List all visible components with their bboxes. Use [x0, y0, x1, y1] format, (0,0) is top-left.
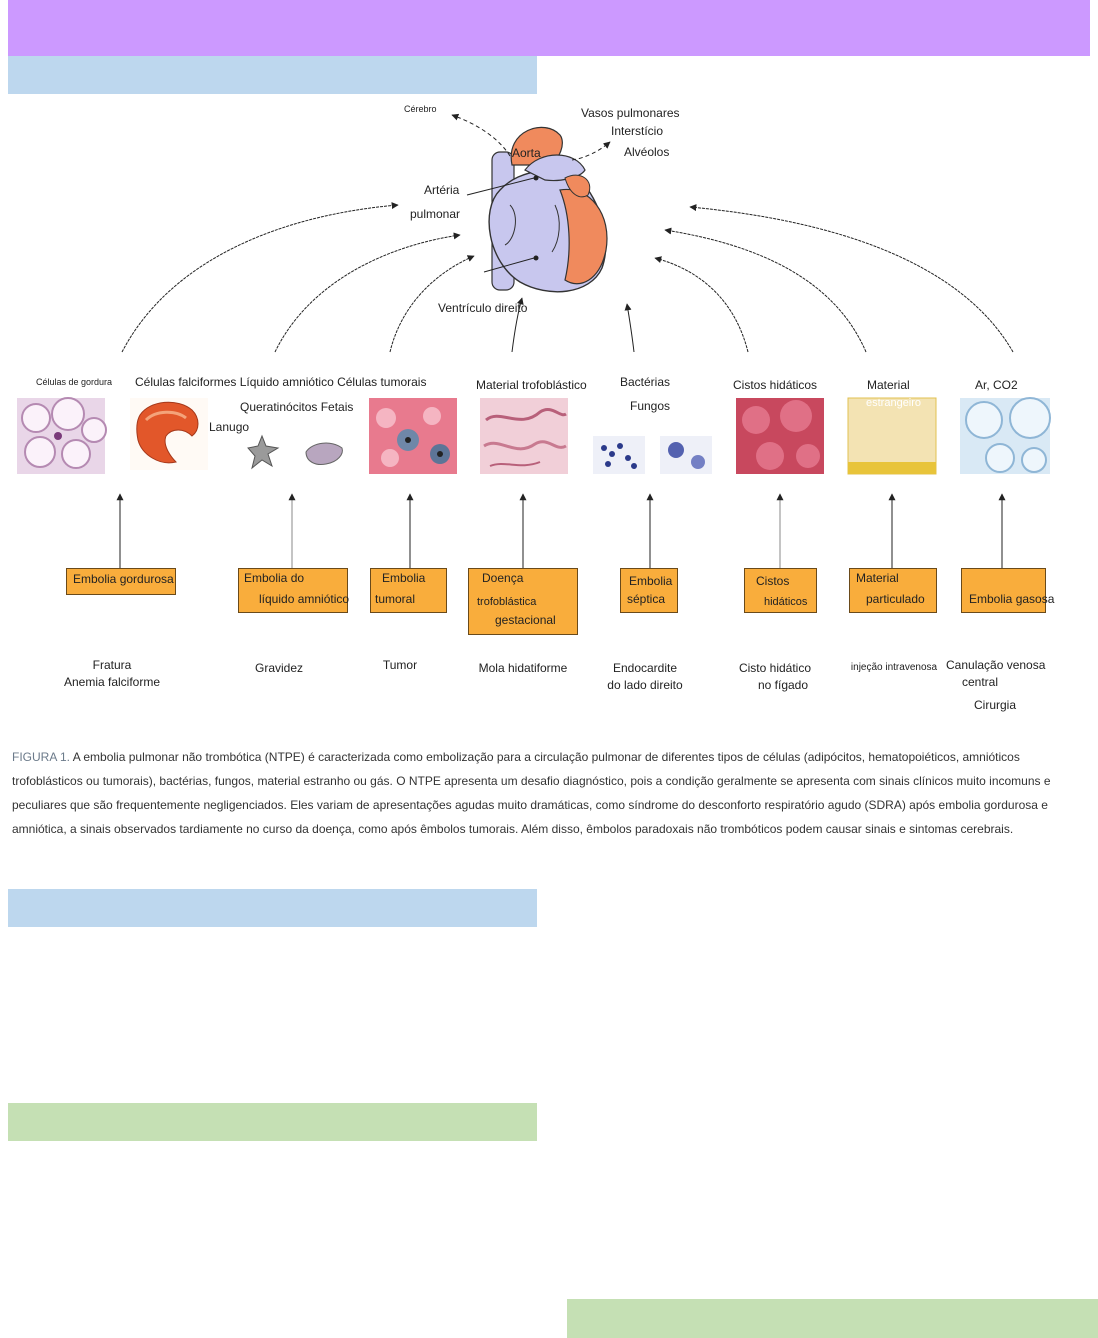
fat-cells-image	[17, 397, 107, 474]
alveolos-label: Alvéolos	[624, 145, 670, 159]
lanugo-label: Lanugo	[209, 420, 250, 434]
section-band-green-right	[567, 1299, 1098, 1338]
fungos-label: Fungos	[630, 399, 671, 413]
material-label: Material	[867, 378, 910, 392]
box-embolia-liquido-amniotico: Embolia do líquido amniótico	[238, 568, 349, 613]
figure-number: FIGURA 1.	[12, 750, 71, 764]
cerebro-label: Cérebro	[404, 104, 437, 114]
heart-illustration	[488, 126, 608, 293]
arrow-gordura	[121, 202, 399, 353]
cause-mola: Mola hidatiforme	[478, 661, 568, 675]
vasos-label: Vasos pulmonares	[581, 106, 680, 120]
arrow-cistos	[654, 256, 749, 353]
box-cistos-hidaticos: Cistos hidáticos	[744, 568, 817, 613]
queratinocitos-label: Queratinócitos Fetais	[240, 400, 354, 414]
arrow-material	[664, 227, 867, 353]
cistos-label: Cistos hidáticos	[733, 378, 818, 392]
trofoblastico-label: Material trofoblástico	[476, 378, 587, 392]
arteria-pointer	[466, 177, 535, 196]
box-embolia-gasosa: Embolia gasosa	[961, 568, 1054, 613]
box-embolia-tumoral: Embolia tumoral	[370, 568, 447, 613]
cause-endocardite: Endocardite do lado direito	[607, 661, 683, 692]
ventriculo-label: Ventrículo direito	[438, 301, 528, 315]
arteria-label: Artéria	[424, 183, 460, 197]
cause-tumor: Tumor	[382, 658, 418, 672]
aorta-label: Aorta	[512, 146, 541, 160]
lungs-arrow	[571, 141, 611, 161]
gas-bubbles-image	[960, 397, 1051, 474]
hydatid-cysts-image	[736, 398, 824, 474]
bacteria-image	[593, 436, 645, 474]
fat-cells-label: Células de gordura	[36, 377, 113, 387]
intersticio-label: Interstício	[611, 124, 664, 138]
keratinocyte-image	[247, 434, 343, 470]
arrow-tumorais	[389, 255, 475, 353]
cause-fratura: Fratura Anemia falciforme	[63, 658, 161, 689]
cause-injecao: injeção intravenosa	[850, 662, 938, 673]
ar-co2-label: Ar, CO2	[975, 378, 1018, 392]
bacterias-label: Bactérias	[620, 375, 671, 389]
cerebro-arrow	[451, 113, 511, 157]
ventriculo-pointer	[483, 257, 535, 273]
box-material-particulado: Material particulado	[849, 568, 937, 613]
figure-caption-text: A embolia pulmonar não trombótica (NTPE)…	[12, 750, 1051, 836]
section-band-blue-top	[8, 56, 537, 94]
box-embolia-gordurosa: Embolia gordurosa	[66, 568, 176, 595]
header-band	[8, 0, 1090, 56]
arrow-ar	[689, 204, 1014, 353]
figure-caption: FIGURA 1. A embolia pulmonar não trombót…	[12, 745, 1087, 841]
box-embolia-septica: Embolia séptica	[620, 568, 678, 613]
section-band-green-left	[8, 1103, 537, 1141]
arrow-trofoblastico	[511, 297, 524, 353]
cause-canulacao: Canulação venosa central Cirurgia	[946, 658, 1046, 712]
cause-cisto-figado: Cisto hidático no fígado	[738, 661, 812, 692]
fungi-image	[660, 436, 712, 474]
cause-gravidez: Gravidez	[254, 661, 304, 675]
arrow-amniotico	[274, 232, 461, 353]
section-band-blue-middle	[8, 889, 537, 927]
sickle-cell-image	[130, 398, 208, 470]
estrangeiro-label: estrangeiro	[866, 397, 922, 409]
trophoblastic-image	[480, 398, 568, 474]
arrow-bacterias	[624, 303, 635, 353]
foreign-material-image	[847, 397, 937, 475]
cells-row-label: Células falciformes Líquido amniótico Cé…	[135, 375, 427, 389]
embolism-diagram	[17, 113, 1051, 568]
tumor-cells-image	[369, 398, 457, 474]
pulmonar-label: pulmonar	[410, 207, 461, 221]
box-doenca-trofoblastica: Doença trofoblástica gestacional	[468, 568, 578, 635]
